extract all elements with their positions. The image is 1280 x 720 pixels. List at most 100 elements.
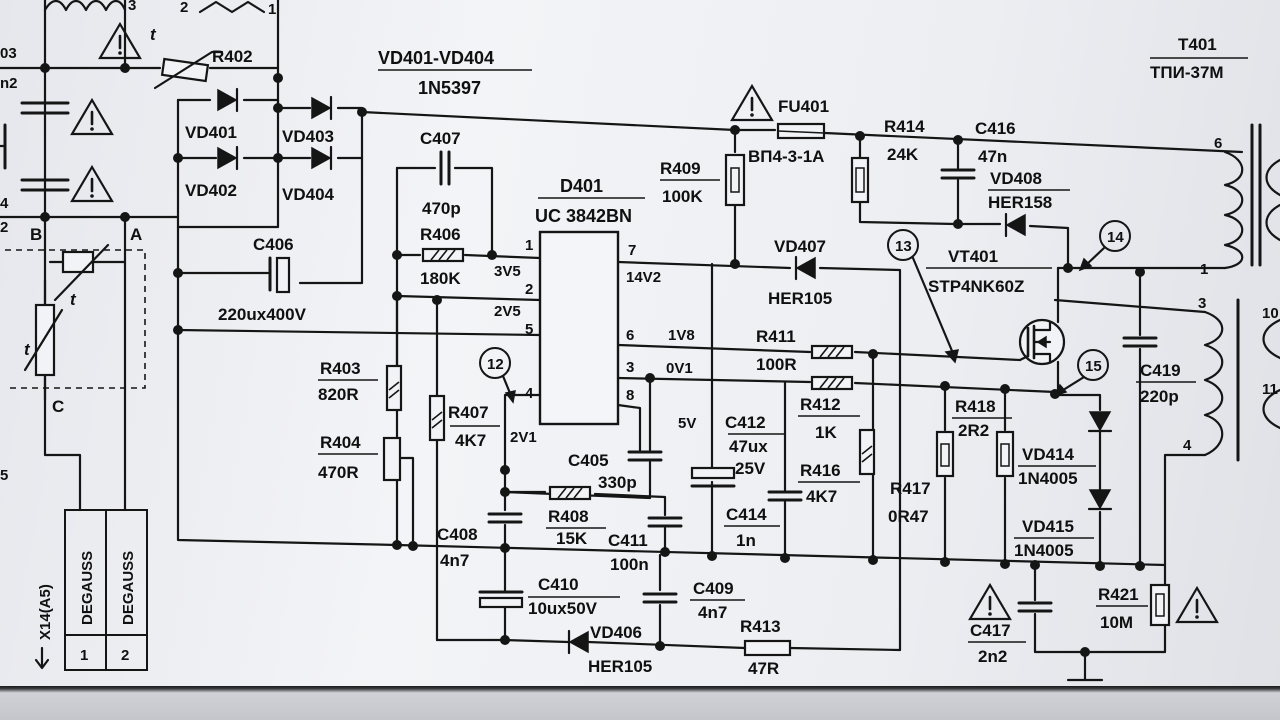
r404-ref: R404	[320, 433, 361, 452]
r414-value: 24K	[887, 145, 919, 164]
vd406-ref: VD406	[590, 623, 642, 642]
vt401-value: STP4NK60Z	[928, 277, 1024, 296]
left-label-4: 4	[0, 195, 9, 212]
r409-ref: R409	[660, 159, 701, 178]
r407-ref: R407	[448, 403, 489, 422]
vd404-ref: VD404	[282, 185, 335, 204]
t401-pin-3: 3	[1198, 295, 1206, 312]
vd408-value: HER158	[988, 193, 1052, 212]
t401-pin-4: 4	[1183, 437, 1192, 454]
ptc-t-label-1: t	[70, 290, 77, 309]
r421-ref: R421	[1098, 585, 1139, 604]
thermistor-t-label: t	[150, 25, 157, 44]
r408-ref: R408	[548, 507, 589, 526]
vd415-value: 1N4005	[1014, 541, 1074, 560]
vd402-diode-symbol	[216, 145, 239, 171]
ic-pin-8: 8	[626, 387, 634, 404]
r411-ref: R411	[756, 327, 796, 346]
vd415-ref: VD415	[1022, 517, 1074, 536]
c414-value: 1n	[736, 531, 756, 550]
c410-ref: C410	[538, 575, 579, 594]
connector-pin-2-num: 2	[121, 647, 129, 664]
vd403-ref: VD403	[282, 127, 334, 146]
left-label-03: 03	[0, 45, 17, 62]
connector-ref: X14(A5)	[37, 584, 54, 640]
ic-pin-2-volt: 2V5	[494, 303, 521, 320]
vd403-diode-symbol	[310, 95, 333, 121]
r409-value: 100K	[662, 187, 703, 206]
r413-ref: R413	[740, 617, 781, 636]
test-point-12: 12	[487, 356, 504, 373]
node-b-label: B	[30, 225, 42, 244]
fu401-value: ВП4-3-1А	[748, 147, 824, 166]
left-label-n2: n2	[0, 75, 18, 92]
c408-value: 4n7	[440, 551, 469, 570]
vd407-ref: VD407	[774, 237, 826, 256]
r403-value: 820R	[318, 385, 359, 404]
r408-value: 15K	[556, 529, 588, 548]
c411-value: 100n	[610, 555, 649, 574]
vd406-value: HER105	[588, 657, 652, 676]
r414-ref: R414	[884, 117, 925, 136]
coil-pin-3: 3	[128, 0, 136, 14]
t401-pin-6: 6	[1214, 135, 1222, 152]
connector-pin-1-label: DEGAUSS	[79, 551, 96, 625]
vd404-diode-symbol	[310, 145, 333, 171]
components	[0, 0, 1280, 671]
r417-value: 0R47	[888, 507, 929, 526]
ic-pin-7: 7	[628, 242, 636, 259]
ic-pin-7-volt: 14V2	[626, 269, 661, 286]
t401-side-pin-10: 10	[1262, 305, 1279, 322]
ic-pin-4: 4	[525, 385, 534, 402]
c409-value: 4n7	[698, 603, 727, 622]
ic-pin-1: 1	[525, 237, 533, 254]
vt401-ref: VT401	[948, 247, 998, 266]
r412-ref: R412	[800, 395, 841, 414]
node-a-label: A	[130, 225, 142, 244]
ic-pin-6: 6	[626, 327, 634, 344]
vd414-value: 1N4005	[1018, 469, 1078, 488]
r402-ref: R402	[212, 47, 253, 66]
ic-pin-3-volt: 0V1	[666, 360, 693, 377]
c408-ref: C408	[437, 525, 478, 544]
connector-pin-2-label: DEGAUSS	[120, 551, 137, 625]
t401-side-pin-11: 11	[1262, 381, 1278, 398]
vd414-ref: VD414	[1022, 445, 1075, 464]
vd408-ref: VD408	[990, 169, 1042, 188]
ic-pin-5: 5	[525, 321, 533, 338]
r417-ref: R417	[890, 479, 931, 498]
r416-value: 4K7	[806, 487, 837, 506]
c412-ref: C412	[725, 413, 766, 432]
c407-ref: C407	[420, 129, 461, 148]
junction-dots	[40, 63, 1145, 657]
c412-rating: 25V	[735, 459, 766, 478]
frame-subtitle: 1N5397	[418, 78, 481, 98]
r416-ref: R416	[800, 461, 841, 480]
ptc-t-label-2: t	[24, 340, 31, 359]
c407-value: 470p	[422, 199, 461, 218]
frame-title: VD401-VD404	[378, 48, 494, 68]
t401-type: ТПИ-37М	[1150, 63, 1224, 82]
c417-value: 2n2	[978, 647, 1007, 666]
d401-ic-body	[538, 230, 620, 426]
coil-pin-2: 2	[180, 0, 188, 16]
c406-value: 220ux400V	[218, 305, 307, 324]
r413-value: 47R	[748, 659, 779, 678]
c405-value: 330p	[598, 473, 637, 492]
r411-value: 100R	[756, 355, 797, 374]
c416-ref: C416	[975, 119, 1016, 138]
ic-pin-1-volt: 3V5	[494, 263, 521, 280]
left-pin-5: 5	[0, 467, 8, 484]
c405-ref: C405	[568, 451, 609, 470]
r421-value: 10M	[1100, 613, 1133, 632]
d401-ref: D401	[560, 176, 603, 196]
test-point-14: 14	[1107, 229, 1124, 246]
test-point-15: 15	[1085, 358, 1102, 375]
c419-value: 220p	[1140, 387, 1179, 406]
r418-value: 2R2	[958, 421, 989, 440]
ic-pin-6-volt: 1V8	[668, 327, 695, 344]
r412-value: 1K	[815, 423, 837, 442]
connector-pin-1-num: 1	[80, 647, 88, 664]
vd402-ref: VD402	[185, 181, 237, 200]
